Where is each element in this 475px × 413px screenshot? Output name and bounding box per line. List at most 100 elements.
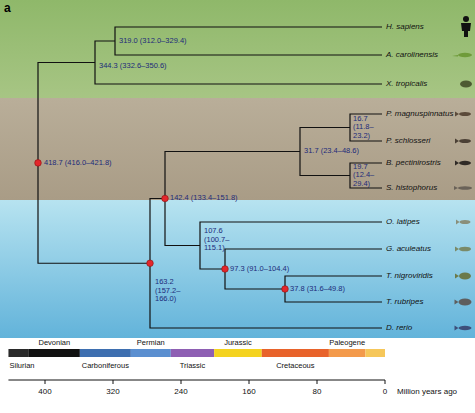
label-anchor: B. pectinirostris <box>386 158 441 167</box>
calibration-dots <box>35 160 289 293</box>
panel-letter: a <box>4 2 11 16</box>
period-segment <box>214 349 262 357</box>
goby-icon <box>455 112 471 117</box>
species-name: A. carolinensis <box>386 50 438 59</box>
tree-branch <box>350 114 382 141</box>
species-name: D. rerio <box>386 323 412 332</box>
period-segment <box>171 349 214 357</box>
tree-branch <box>285 276 382 302</box>
tick-label: 400 <box>38 387 51 396</box>
period-segment <box>365 349 385 357</box>
grass-background <box>0 0 475 98</box>
period-segment <box>80 349 131 357</box>
fish-icon <box>456 220 471 225</box>
divergence-time: 97.3 (91.0–104.4) <box>230 265 289 274</box>
period-name: Paleogene <box>329 339 365 348</box>
label-anchor: Cretaceous <box>276 362 314 371</box>
fish-icon <box>455 247 471 252</box>
label-anchor: 160 <box>242 387 255 396</box>
species-name: B. pectinirostris <box>386 158 441 167</box>
label-anchor: 37.8 (31.6–49.8) <box>290 285 345 294</box>
calibration-dot <box>162 195 169 202</box>
label-anchor: 240 <box>174 387 187 396</box>
species-name: S. histophorus <box>386 183 437 192</box>
time-axis <box>8 380 385 384</box>
tick-label: 160 <box>242 387 255 396</box>
label-anchor: H. sapiens <box>386 22 424 31</box>
mud-background <box>0 98 475 200</box>
water-background <box>0 200 475 338</box>
tree-branch <box>350 163 382 188</box>
period-name: Permian <box>137 339 165 348</box>
label-anchor: Devonian <box>38 339 70 348</box>
tick-label: 80 <box>313 387 322 396</box>
label-anchor: 163.2 (157.2–166.0) <box>155 278 180 304</box>
axis-tick <box>249 380 250 384</box>
species-icons <box>452 16 472 331</box>
tree-branch <box>95 41 382 84</box>
label-anchor: Million years ago <box>397 387 457 396</box>
tree-branch <box>115 27 382 55</box>
tree-branch <box>200 222 382 269</box>
period-segment <box>329 349 366 357</box>
tree-branch <box>150 199 382 329</box>
divergence-time: 344.3 (332.6–350.6) <box>99 62 167 71</box>
calibration-dot <box>282 286 289 293</box>
axis-title: Million years ago <box>397 387 457 396</box>
period-name: Devonian <box>38 339 70 348</box>
period-name: Silurian <box>9 362 34 371</box>
label-anchor: a <box>4 2 11 16</box>
label-anchor: 107.6 (100.7–115.1) <box>204 227 229 253</box>
axis-line <box>8 380 385 381</box>
label-anchor: T. nigroviridis <box>386 271 433 280</box>
human-icon <box>461 16 471 37</box>
species-name: H. sapiens <box>386 22 424 31</box>
goby-icon <box>454 186 472 190</box>
species-name: P. schlosseri <box>386 136 430 145</box>
divergence-time: 107.6 (100.7–115.1) <box>204 227 229 253</box>
label-anchor: G. aculeatus <box>386 244 431 253</box>
label-anchor: Paleogene <box>329 339 365 348</box>
frog-icon <box>460 81 472 88</box>
label-anchor: Carboniferous <box>82 362 129 371</box>
pufferfish-icon <box>455 299 472 306</box>
label-anchor: 97.3 (91.0–104.4) <box>230 265 289 274</box>
label-anchor: 31.7 (23.4–48.6) <box>304 147 359 156</box>
label-anchor: 400 <box>38 387 51 396</box>
species-name: G. aculeatus <box>386 244 431 253</box>
label-anchor: 320 <box>106 387 119 396</box>
tick-label: 0 <box>383 387 387 396</box>
divergence-time: 163.2 (157.2–166.0) <box>155 278 180 304</box>
species-name: P. magnuspinnatus <box>386 109 453 118</box>
label-anchor: Jurassic <box>224 339 252 348</box>
tree-branches <box>38 27 382 328</box>
species-name: T. nigroviridis <box>386 271 433 280</box>
label-anchor: P. schlosseri <box>386 136 430 145</box>
divergence-time: 37.8 (31.6–49.8) <box>290 285 345 294</box>
goby-icon <box>455 139 471 144</box>
label-anchor: 0 <box>383 387 387 396</box>
label-anchor: D. rerio <box>386 323 412 332</box>
species-name: O. latipes <box>386 217 420 226</box>
axis-tick <box>113 380 114 384</box>
species-name: T. rubripes <box>386 297 424 306</box>
label-anchor: 344.3 (332.6–350.6) <box>99 62 167 71</box>
tick-label: 240 <box>174 387 187 396</box>
divergence-time: 16.7 (11.8–23.2) <box>353 115 374 141</box>
period-name: Jurassic <box>224 339 252 348</box>
axis-tick <box>181 380 182 384</box>
label-anchor: S. histophorus <box>386 183 437 192</box>
label-anchor: P. magnuspinnatus <box>386 109 453 118</box>
tick-label: 320 <box>106 387 119 396</box>
period-segment <box>262 349 329 357</box>
calibration-dot <box>222 266 229 273</box>
calibration-dot <box>147 260 154 267</box>
goby-icon <box>455 161 471 166</box>
label-anchor: T. rubripes <box>386 297 424 306</box>
period-segment <box>131 349 171 357</box>
calibration-dot <box>35 160 42 167</box>
label-anchor: 418.7 (416.0–421.8) <box>44 159 112 168</box>
